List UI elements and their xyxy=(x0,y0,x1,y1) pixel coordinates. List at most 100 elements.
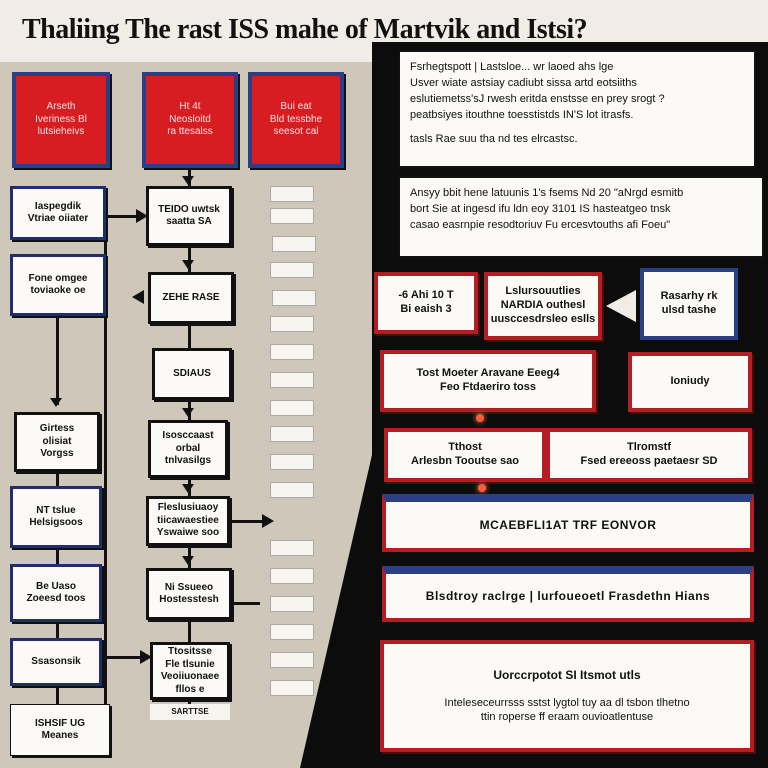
node-text: Fsed ereeoss paetaesr SD xyxy=(580,455,718,467)
red-header-2-line: Ht 4t xyxy=(179,101,201,113)
stack-item xyxy=(270,344,314,360)
connector-line xyxy=(104,656,148,659)
node-text: Ttositsse xyxy=(168,646,212,657)
conclusion-line: Inteleseceurrsss sstst lygtol tuy aa dl … xyxy=(444,696,690,709)
stack-item xyxy=(270,482,314,498)
note-line: eslutiemetss'sJ rwesh eritda enstsse en … xyxy=(410,92,665,105)
node-text: NT tslue xyxy=(36,504,76,516)
conclusion-title: Uorccrpotot SI Itsmot utls xyxy=(493,667,641,682)
node-text: Arlesbn Tooutse sao xyxy=(411,455,519,467)
stack-item xyxy=(270,624,314,640)
summary-bar: Blsdtroy raclrge | lurfoueoetl Frasdethn… xyxy=(382,566,754,622)
page-title: Thaliing The rast ISS mahe of Martvik an… xyxy=(22,14,588,45)
arrow-left xyxy=(132,290,144,304)
node-text: Meanes xyxy=(41,730,79,741)
arrow-right xyxy=(262,514,274,528)
stack-item xyxy=(270,426,314,442)
red-header-1-line: lutsieheivs xyxy=(37,126,85,138)
node-text: Tthost xyxy=(448,441,482,454)
flow-node: Ssasonsik xyxy=(10,638,102,686)
stack-item xyxy=(270,652,314,668)
red-header-2: Ht 4t Neosloitd ra ttesalss xyxy=(142,72,238,168)
node-text: Tlromstf xyxy=(627,441,671,454)
stack-item xyxy=(270,540,314,556)
node-text: uusccesdrsleo eslls xyxy=(490,312,596,325)
node-text: Helsigsoos xyxy=(29,517,83,528)
node-text: Vorgss xyxy=(40,448,74,460)
info-note: Ansyy bbit hene latuunis 1's fsems Nd 20… xyxy=(398,176,764,258)
info-note: Fsrhegtspott | Lastsloe... wr laoed ahs … xyxy=(398,50,756,168)
spark-marker xyxy=(476,414,484,422)
node-text: olisiat xyxy=(42,435,72,447)
stack-item xyxy=(270,568,314,584)
node-text: SDIAUS xyxy=(173,367,211,379)
node-text: Lslursouutlies xyxy=(505,285,581,298)
arrow-down xyxy=(182,408,194,417)
arrow-right xyxy=(136,209,148,223)
arrow-down xyxy=(182,176,194,185)
node-text: Fone omgee xyxy=(28,272,88,284)
node-text: Zoeesd toos xyxy=(26,593,86,604)
note-line: Ansyy bbit hene latuunis 1's fsems Nd 20… xyxy=(410,187,684,199)
node-text: -6 Ahi 10 T xyxy=(398,289,454,302)
arrow-down xyxy=(182,484,194,493)
flow-node: ZEHE RASE xyxy=(148,272,234,324)
red-header-2-line: ra ttesalss xyxy=(167,126,213,138)
node-text: Tost Moeter Aravane Eeeg4 xyxy=(416,367,560,380)
note-footer: tasls Rae suu tha nd tes elrcastsc. xyxy=(410,132,578,145)
node-text: toviaoke oe xyxy=(30,285,86,296)
arrow-down xyxy=(182,556,194,565)
node-text: NARDIA outhesl xyxy=(500,299,586,312)
node-text: saatta SA xyxy=(166,216,212,227)
stack-item xyxy=(270,372,314,388)
note-line: Fsrhegtspott | Lastsloe... wr laoed ahs … xyxy=(410,61,614,73)
connector-line xyxy=(104,195,107,735)
connector-line xyxy=(228,520,268,523)
summary-bar: MCAEBFLI1AT TRF EONVOR xyxy=(382,494,754,552)
node-text: Fle tlsunie xyxy=(165,658,215,670)
node-text: tiicawaestiee xyxy=(157,514,219,526)
connector-line xyxy=(228,602,260,605)
node-text: fllos e xyxy=(175,683,205,695)
red-header-3: Bui eat Bld tessbhe seesot cal xyxy=(248,72,344,168)
connector-line xyxy=(104,215,140,218)
stack-item xyxy=(270,262,314,278)
arrow-left xyxy=(606,290,636,322)
node-text: tnlvasilgs xyxy=(164,455,212,467)
stack-item xyxy=(272,236,316,252)
connector-line xyxy=(56,315,59,405)
node-text: Rasarhy rk xyxy=(660,290,718,303)
red-header-1-line: Arseth xyxy=(46,101,76,113)
node-text: Isosccaast xyxy=(162,430,214,442)
red-header-3-line: Bui eat xyxy=(280,101,312,113)
stack-item xyxy=(270,208,314,224)
stack-item xyxy=(270,596,314,612)
node-text: Ssasonsik xyxy=(31,655,81,667)
flow-node: SDIAUS xyxy=(152,348,232,400)
red-header-1: Arseth Iveriness Bl lutsieheivs xyxy=(12,72,110,168)
node-text: TEIDO uwtsk xyxy=(158,203,220,215)
flow-footer-label: SARTTSE xyxy=(150,704,230,720)
note-line: casao easrnpie resodtoriuv Fu ercesvtout… xyxy=(410,218,671,231)
conclusion-line: ttin roperse ff eraam ouvioatlentuse xyxy=(480,710,654,723)
node-text: ZEHE RASE xyxy=(162,291,220,303)
flow-node: Ioniudy xyxy=(628,352,752,412)
stack-item xyxy=(270,186,314,202)
red-header-2-line: Neosloitd xyxy=(169,113,211,125)
node-text: ISHSIF UG xyxy=(34,717,85,729)
node-text: Hostesstesh xyxy=(159,594,219,605)
